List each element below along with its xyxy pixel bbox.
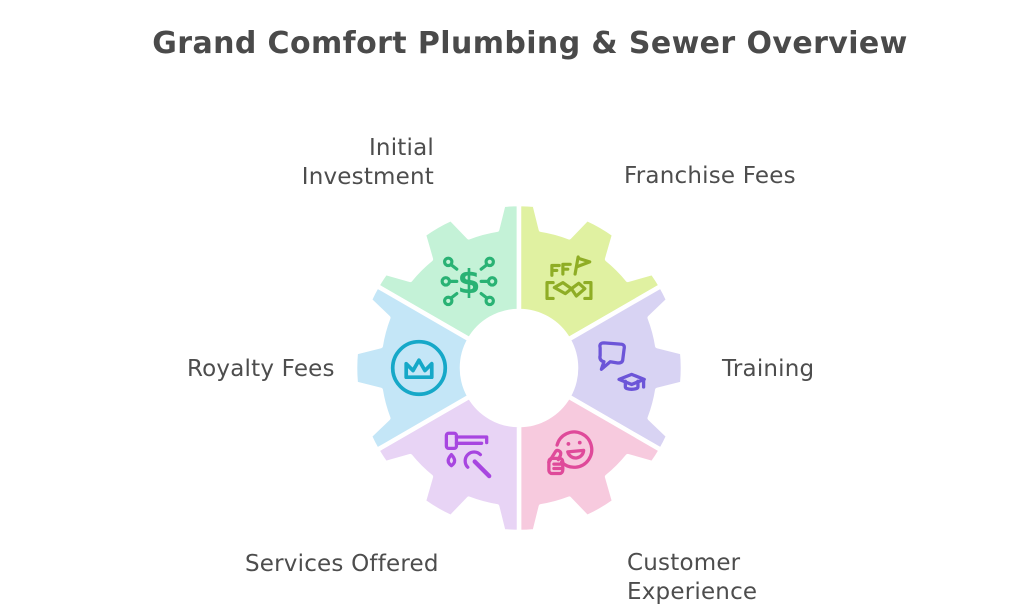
crown-icon bbox=[390, 339, 448, 397]
label-initial-investment: Initial Investment bbox=[301, 135, 434, 190]
label-services-offered: Services Offered bbox=[245, 551, 439, 577]
segment-icons: $ bbox=[390, 255, 646, 479]
faucet-wrench-icon bbox=[444, 431, 492, 479]
label-training: Training bbox=[722, 356, 815, 382]
smile-thumbs-up-icon bbox=[547, 430, 594, 476]
segment-customer-experience bbox=[516, 394, 664, 535]
label-royalty-fees: Royalty Fees bbox=[187, 356, 335, 382]
page-title: Grand Comfort Plumbing & Sewer Overview bbox=[152, 26, 908, 61]
gear-segments bbox=[352, 201, 686, 535]
label-franchise-fees: Franchise Fees bbox=[624, 163, 796, 189]
money-allocation-icon: $ bbox=[440, 256, 498, 307]
handshake-flag-icon bbox=[545, 255, 593, 301]
graduation-training-icon bbox=[598, 341, 646, 391]
svg-text:$: $ bbox=[458, 262, 481, 301]
segment-training bbox=[566, 283, 686, 453]
label-customer-experience: Customer Experience bbox=[627, 550, 758, 605]
